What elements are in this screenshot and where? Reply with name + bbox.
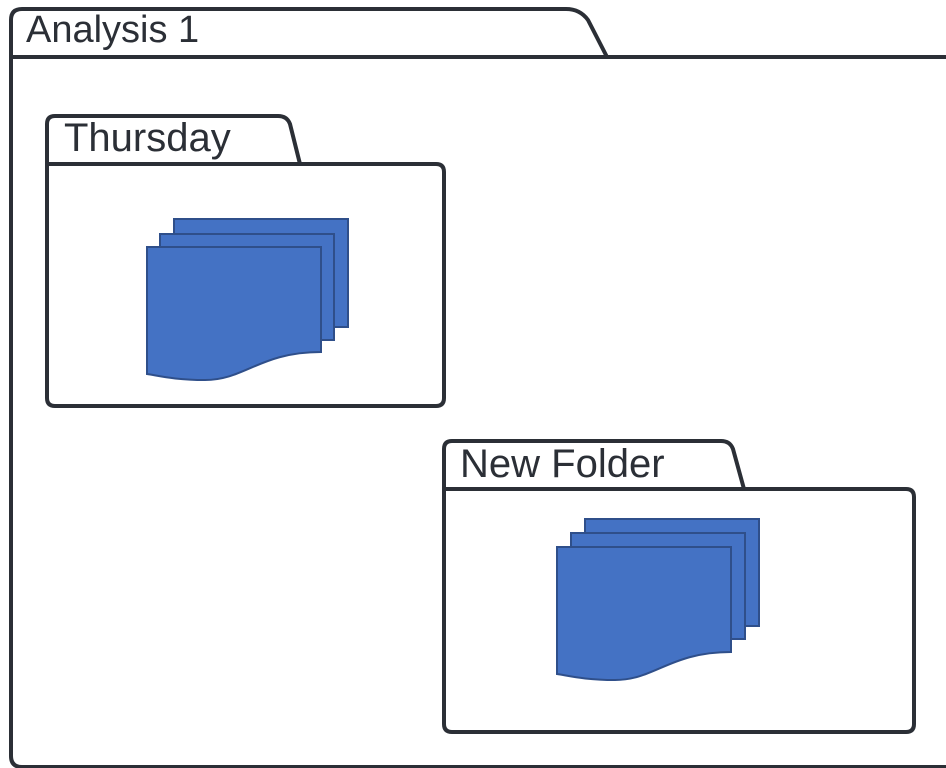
main-folder-label: Analysis 1 [26,9,200,51]
folder-new-folder[interactable] [442,439,916,734]
folder-thursday-label: Thursday [64,116,231,160]
folder-thursday[interactable] [45,114,446,408]
documents-icon [146,218,349,382]
main-folder-outline [9,7,946,768]
documents-icon [556,518,760,682]
main-folder[interactable] [9,7,946,768]
folder-new-folder-label: New Folder [460,442,665,486]
